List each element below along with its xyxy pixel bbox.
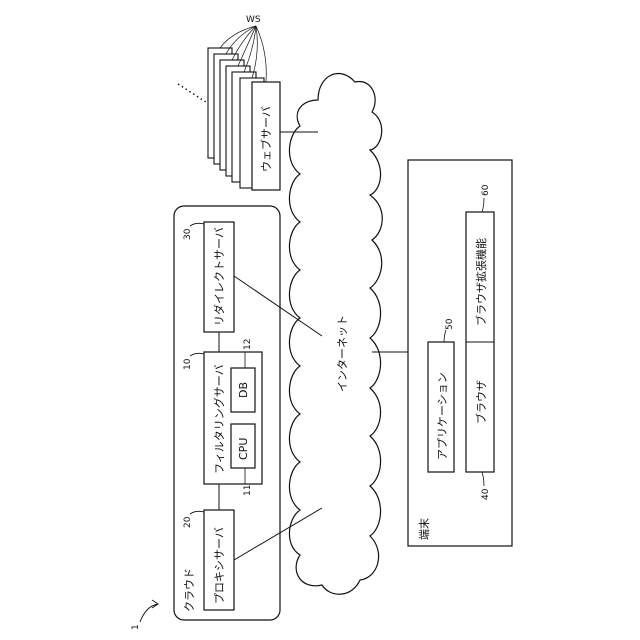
filtering-server-leader [190, 353, 204, 356]
redirect-server-ref: 30 [183, 228, 193, 240]
browser-label: ブラウザ [474, 380, 488, 424]
proxy-server-leader [190, 511, 204, 514]
db-ref: 12 [243, 339, 253, 350]
filtering-server-label: フィルタリングサーバ [212, 364, 226, 474]
redirect-server-leader [190, 223, 204, 226]
browser-extension-label: ブラウザ拡張機能 [474, 238, 488, 326]
proxy-server-ref: 20 [183, 516, 193, 528]
cloud-label: クラウド [183, 568, 196, 612]
proxy-server-label: プロキシサーバ [213, 527, 226, 604]
filtering-server-ref: 10 [183, 358, 193, 370]
cpu-label: CPU [237, 438, 250, 460]
db-label: DB [237, 382, 250, 398]
web-server-label: ウェブサーバ [259, 106, 273, 172]
application-ref: 50 [445, 318, 455, 330]
figure-number-arrow [140, 604, 158, 622]
cpu-ref: 11 [243, 485, 253, 496]
browser-ref: 40 [481, 488, 491, 500]
redirect-server-label: リダイレクトサーバ [212, 227, 226, 326]
browser-extension-ref: 60 [481, 184, 491, 196]
web-server-ref: WS [246, 15, 261, 25]
internet-label: インターネット [336, 315, 349, 392]
terminal-label: 端末 [417, 518, 431, 540]
terminal-box [408, 160, 512, 546]
web-server-ellipsis [178, 84, 206, 102]
figure-number: 1 [131, 624, 141, 630]
application-label: アプリケーション [436, 372, 449, 460]
